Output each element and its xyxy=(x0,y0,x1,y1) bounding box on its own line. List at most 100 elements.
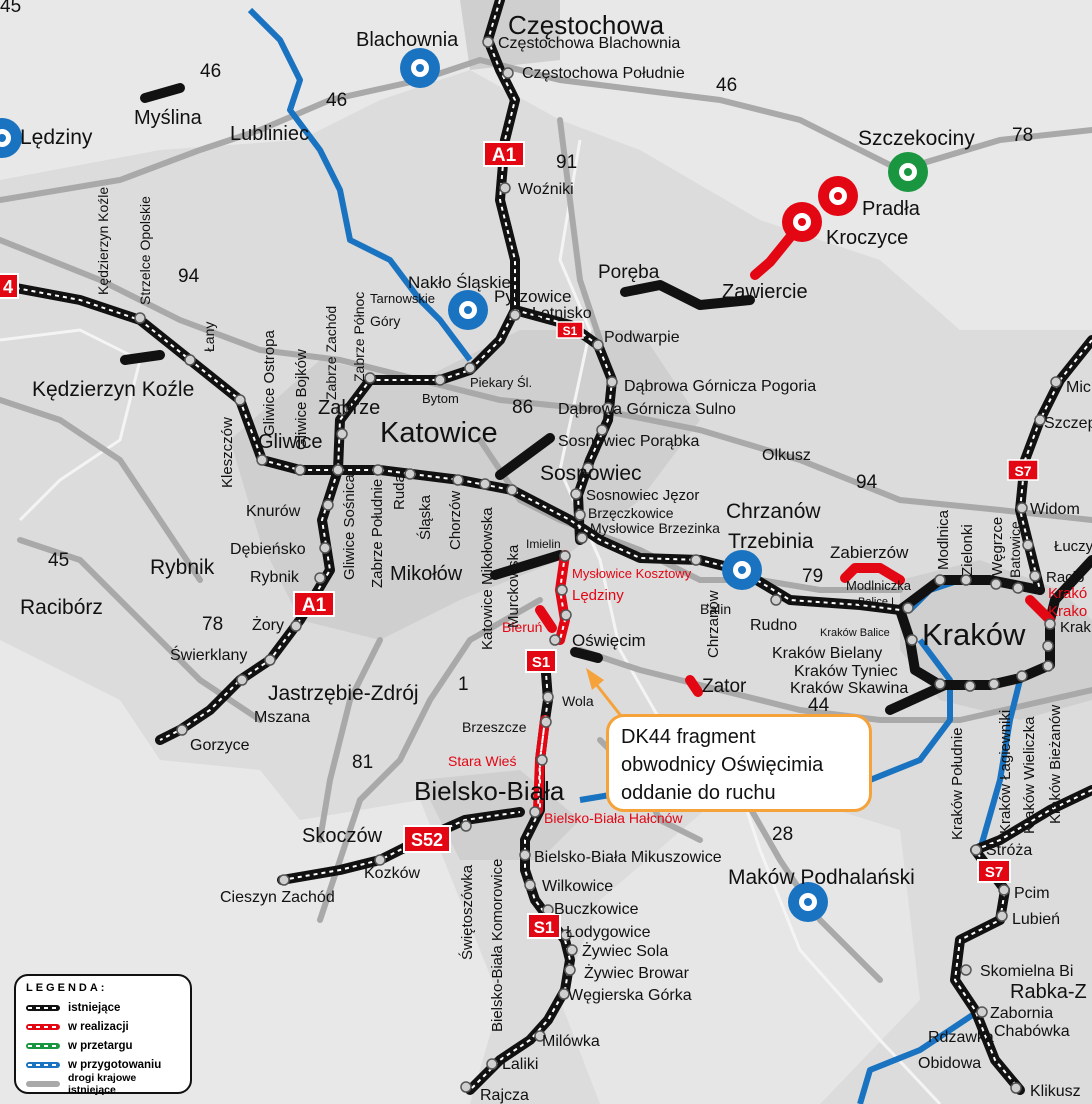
svg-text:Chorzów: Chorzów xyxy=(447,491,464,550)
label-jastrzebie: Jastrzębie-Zdrój xyxy=(268,682,419,705)
svg-text:Podwarpie: Podwarpie xyxy=(604,329,680,346)
svg-text:Węgierska Górka: Węgierska Górka xyxy=(568,987,692,1004)
svg-text:Tarnowskie: Tarnowskie xyxy=(370,291,435,306)
label-szczekociny: Szczekociny xyxy=(858,127,975,150)
svg-text:Mysłowice Kosztowy: Mysłowice Kosztowy xyxy=(572,566,692,581)
svg-text:Sosnowiec Porąbka: Sosnowiec Porąbka xyxy=(558,433,700,450)
svg-text:Krako: Krako xyxy=(1048,603,1087,620)
callout-line-2: obwodnicy Oświęcimia xyxy=(621,754,824,776)
svg-text:28: 28 xyxy=(772,824,793,845)
legend-swatch-preparation xyxy=(26,1061,60,1068)
svg-text:94: 94 xyxy=(856,472,878,493)
legend-label-tender: w przetargu xyxy=(68,1039,133,1052)
svg-text:Brzeszcze: Brzeszcze xyxy=(462,719,527,735)
svg-text:Katowice Mikołowska: Katowice Mikołowska xyxy=(479,507,496,650)
legend-row-tender: w przetargu xyxy=(26,1036,180,1055)
legend-swatch-existing xyxy=(26,1004,60,1011)
svg-text:Lędziny: Lędziny xyxy=(572,587,624,604)
svg-text:46: 46 xyxy=(716,75,737,96)
svg-text:Modlnica: Modlnica xyxy=(935,509,952,570)
svg-text:Kraków Tyniec: Kraków Tyniec xyxy=(794,663,898,680)
city-labels: Częstochowa Katowice Kraków Bielsko-Biał… xyxy=(20,10,1087,1003)
urban-area-czestochowa xyxy=(460,0,560,70)
national-road-numbers: 46 46 46 91 94 94 86 79 78 78 45 45 1 81… xyxy=(0,0,1033,845)
svg-text:Bielsko-Biała Hałcnów: Bielsko-Biała Hałcnów xyxy=(544,810,683,826)
label-kedzierzyn: Kędzierzyn Koźle xyxy=(32,378,194,401)
svg-text:94: 94 xyxy=(178,266,200,287)
label-rybnik: Rybnik xyxy=(150,556,215,579)
svg-text:Kozków: Kozków xyxy=(364,865,420,882)
node-labels-vertical: Kędzierzyn Koźle Strzelce Opolskie Łany … xyxy=(95,187,1064,1032)
svg-text:Wola: Wola xyxy=(562,693,594,709)
svg-text:Cieszyn Zachód: Cieszyn Zachód xyxy=(220,889,335,906)
callout-box: DK44 fragment obwodnicy Oświęcimia oddan… xyxy=(606,714,872,812)
legend-row-existing: istniejące xyxy=(26,998,180,1017)
svg-text:Dąbrowa Górnicza Pogoria: Dąbrowa Górnicza Pogoria xyxy=(624,378,816,395)
legend-row-preparation: w przygotowaniu xyxy=(26,1055,180,1074)
legend-swatch-tender xyxy=(26,1042,60,1049)
svg-text:Góry: Góry xyxy=(370,313,400,329)
svg-text:86: 86 xyxy=(512,397,533,418)
svg-text:Mic: Mic xyxy=(1066,379,1091,396)
svg-text:Knurów: Knurów xyxy=(246,503,301,520)
badge-s7-bottom: S7 xyxy=(985,864,1003,881)
region-polygon-east xyxy=(560,780,920,1104)
label-czestochowa: Częstochowa xyxy=(508,10,665,40)
svg-text:Widom: Widom xyxy=(1030,501,1080,518)
svg-text:Kraków Skawina: Kraków Skawina xyxy=(790,680,908,697)
label-chrzanow: Chrzanów xyxy=(726,500,821,523)
svg-text:Stara Wieś: Stara Wieś xyxy=(448,753,516,769)
svg-text:Buczkowice: Buczkowice xyxy=(554,901,639,918)
svg-text:Klikusz: Klikusz xyxy=(1030,1083,1081,1100)
legend: LEGENDA: istniejące w realizacji w przet… xyxy=(14,974,192,1096)
svg-text:Węgrzce: Węgrzce xyxy=(989,517,1006,576)
svg-text:Łodygowice: Łodygowice xyxy=(566,924,651,941)
svg-text:Gorzyce: Gorzyce xyxy=(190,737,250,754)
svg-text:Laliki: Laliki xyxy=(502,1056,538,1073)
svg-text:Skomielna Bi: Skomielna Bi xyxy=(980,963,1073,980)
road-badges: A1 A1 S1 S1 S1 S52 S7 S7 4 xyxy=(0,141,1039,939)
svg-text:Kraków Łagiewniki: Kraków Łagiewniki xyxy=(997,710,1014,834)
label-bielsko: Bielsko-Biała xyxy=(414,776,565,806)
legend-title: LEGENDA: xyxy=(26,982,108,994)
svg-text:Kraków Bielany: Kraków Bielany xyxy=(772,645,882,662)
label-rudno: Rudno xyxy=(750,617,797,634)
svg-text:Świerklany: Świerklany xyxy=(170,645,247,664)
legend-swatch-construction xyxy=(26,1023,60,1030)
label-zator: Zator xyxy=(702,676,747,697)
svg-text:Modlniczka: Modlniczka xyxy=(846,578,912,593)
svg-text:Dębieńsko: Dębieńsko xyxy=(230,541,306,558)
svg-text:Bieruń: Bieruń xyxy=(502,619,542,635)
badge-s1-bottom: S1 xyxy=(534,918,555,937)
svg-text:Łany: Łany xyxy=(201,322,217,352)
svg-text:Świętoszówka: Świętoszówka xyxy=(458,864,476,960)
svg-text:Rybnik: Rybnik xyxy=(250,569,300,586)
svg-text:46: 46 xyxy=(326,90,347,111)
label-zabierzow: Zabierzów xyxy=(830,543,909,562)
svg-text:Bielsko-Biała Komorowice: Bielsko-Biała Komorowice xyxy=(489,859,506,1032)
svg-text:Zielonki: Zielonki xyxy=(959,524,976,576)
svg-text:Lotnisko: Lotnisko xyxy=(532,305,592,322)
region-polygon-north xyxy=(0,0,1092,330)
svg-text:Zabrze Północ: Zabrze Północ xyxy=(351,292,367,382)
svg-text:Rdzawka: Rdzawka xyxy=(928,1029,994,1046)
svg-text:Śląska: Śląska xyxy=(416,494,434,540)
badge-s52: S52 xyxy=(411,830,443,850)
svg-text:Zabrze Południe: Zabrze Południe xyxy=(369,479,386,588)
svg-text:Stróża: Stróża xyxy=(986,842,1032,859)
svg-text:Nakło Śląskie: Nakło Śląskie xyxy=(408,273,511,292)
legend-swatch-national xyxy=(26,1080,60,1087)
label-gliwice: Gliwice xyxy=(258,431,322,453)
svg-text:Kraków Wieliczka: Kraków Wieliczka xyxy=(1021,716,1038,834)
svg-text:81: 81 xyxy=(352,752,373,773)
legend-label-construction: w realizacji xyxy=(68,1020,129,1033)
label-raciborz: Racibórz xyxy=(20,596,103,619)
svg-text:91: 91 xyxy=(556,152,577,173)
svg-text:Kleszczów: Kleszczów xyxy=(219,417,236,488)
svg-text:Strzelce Opolskie: Strzelce Opolskie xyxy=(137,196,153,305)
svg-text:46: 46 xyxy=(200,61,221,82)
label-myslina: Myślina xyxy=(134,107,203,129)
svg-text:44: 44 xyxy=(808,695,830,716)
svg-text:Mysłowice Brzezinka: Mysłowice Brzezinka xyxy=(590,520,720,536)
svg-text:Ruda: Ruda xyxy=(391,473,408,510)
